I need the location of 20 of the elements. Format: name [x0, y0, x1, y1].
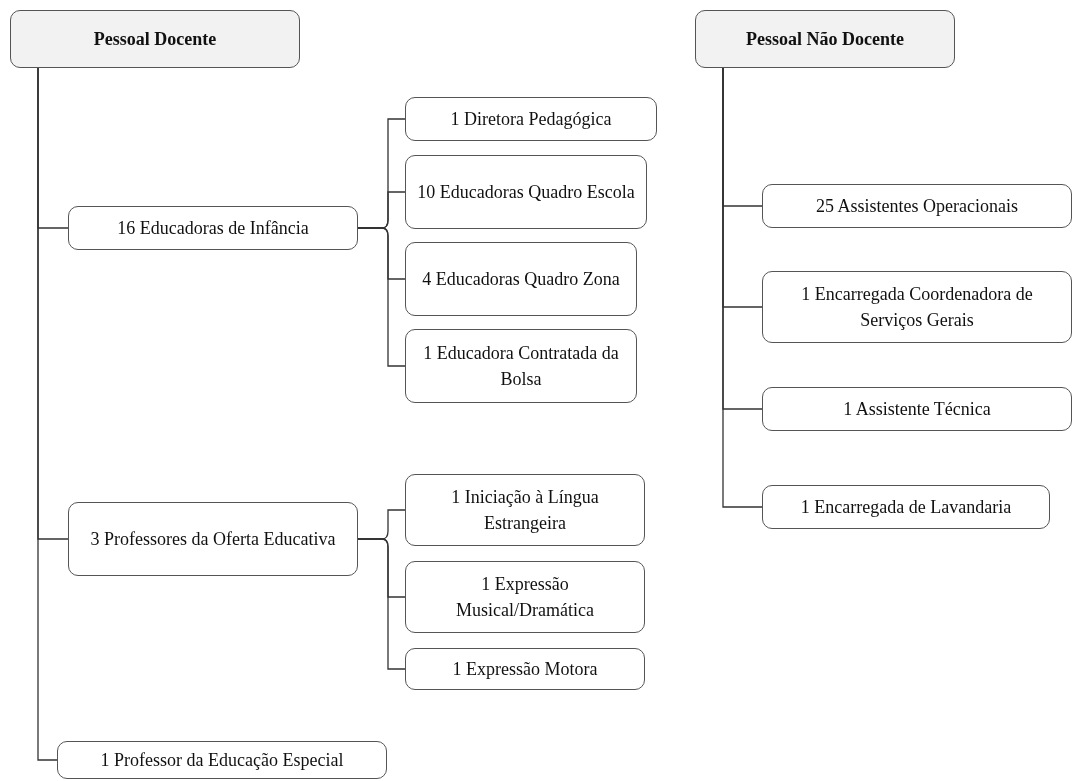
connector-line [722, 67, 763, 508]
staff-box: 1 Expressão Motora [405, 648, 645, 690]
header-box: Pessoal Docente [10, 10, 300, 68]
staff-box: 3 Professores da Oferta Educativa [68, 502, 358, 576]
staff-box: 1 Iniciação à Língua Estrangeira [405, 474, 645, 546]
connector-line [37, 67, 58, 761]
staff-box: 4 Educadoras Quadro Zona [405, 242, 637, 316]
staff-box: 1 Diretora Pedagógica [405, 97, 657, 141]
staff-box: 1 Educadora Contratada da Bolsa [405, 329, 637, 403]
staff-box: 1 Assistente Técnica [762, 387, 1072, 431]
staff-box: 1 Encarregada de Lavandaria [762, 485, 1050, 529]
header-box: Pessoal Não Docente [695, 10, 955, 68]
staff-box: 10 Educadoras Quadro Escola [405, 155, 647, 229]
staff-box: 1 Expressão Musical/Dramática [405, 561, 645, 633]
connector-line [357, 227, 406, 367]
staff-box: 25 Assistentes Operacionais [762, 184, 1072, 228]
staff-box: 1 Professor da Educação Especial [57, 741, 387, 779]
staff-box: 1 Encarregada Coordenadora de Serviços Gerais [762, 271, 1072, 343]
connector-line [357, 538, 406, 670]
staff-box: 16 Educadoras de Infância [68, 206, 358, 250]
